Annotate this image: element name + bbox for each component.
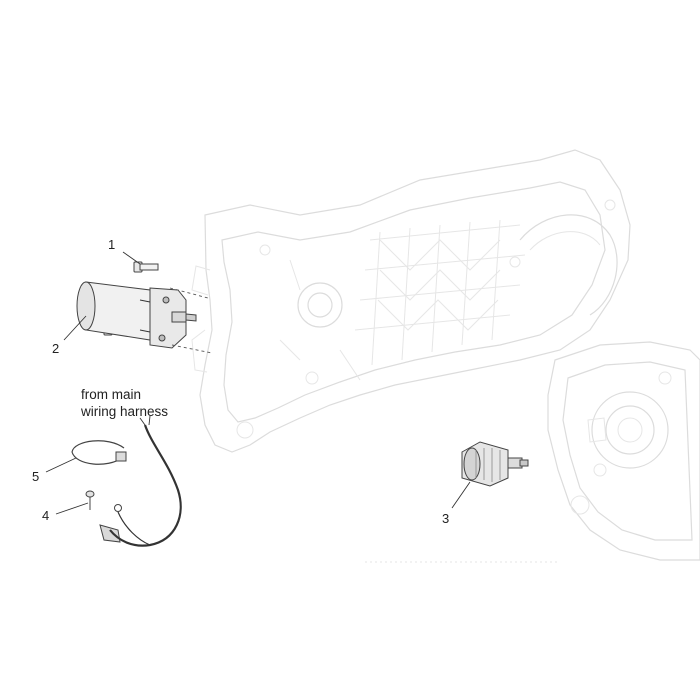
- note-line-2: wiring harness: [81, 404, 169, 419]
- alignment-line-lower: [171, 344, 213, 354]
- clamp-band-part-5: [71, 440, 127, 465]
- wiring-harness: [109, 415, 182, 547]
- starter-drive-part-3: [461, 441, 529, 487]
- starter-motor-part-2: [76, 281, 197, 349]
- screw-part-4: [85, 490, 95, 510]
- callout-3: 3: [442, 511, 450, 526]
- leader-line-1: [122, 251, 141, 265]
- callout-4: 4: [42, 508, 50, 523]
- callout-5: 5: [32, 469, 40, 484]
- crankcase-ghost-outline: [191, 149, 631, 453]
- note-line-1: from main: [81, 387, 142, 402]
- leader-line-4: [55, 502, 89, 515]
- leader-line-5: [45, 457, 77, 473]
- leader-line-3: [451, 481, 471, 509]
- alignment-line-upper: [169, 287, 209, 299]
- connector-terminal: [99, 504, 122, 543]
- callout-2: 2: [52, 341, 60, 356]
- wiring-harness-note: from main wiring harness: [81, 386, 168, 420]
- callout-1: 1: [108, 237, 116, 252]
- leader-line-2: [63, 315, 87, 341]
- side-cover-ghost-outline: [365, 341, 700, 563]
